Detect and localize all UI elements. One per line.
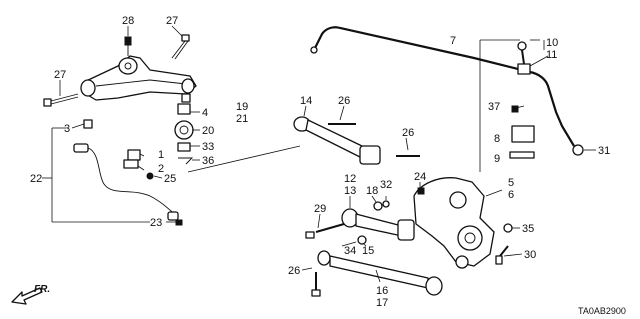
- callout-14: 14: [300, 95, 312, 107]
- direction-label: FR.: [34, 284, 50, 295]
- callout-27: 27: [54, 69, 66, 81]
- callout-9: 9: [494, 153, 500, 165]
- bushing-stack: [174, 103, 194, 165]
- callout-36: 36: [202, 155, 214, 167]
- bolt-27-top: [171, 34, 190, 60]
- bolt-27-left: [43, 93, 79, 107]
- callout-19: 19: [236, 101, 248, 113]
- callout-5: 5: [508, 177, 514, 189]
- lower-arm: [311, 250, 443, 297]
- bolt-28: [124, 36, 132, 56]
- callout-13: 13: [344, 185, 356, 197]
- callout-20: 20: [202, 125, 214, 137]
- callout-17: 17: [376, 297, 388, 309]
- callout-4: 4: [202, 107, 208, 119]
- callout-3: 3: [64, 123, 70, 135]
- callout-16: 16: [376, 285, 388, 297]
- callout-24: 24: [414, 171, 426, 183]
- control-arm: [293, 116, 420, 165]
- upper-arm: [80, 55, 197, 103]
- callout-23: 23: [150, 217, 162, 229]
- callout-33: 33: [202, 141, 214, 153]
- callout-26: 26: [402, 127, 414, 139]
- callout-1: 1: [158, 149, 164, 161]
- callout-8: 8: [494, 133, 500, 145]
- callouts: 28 27 27 3 22 1 2 25 23 4 19 21 20 33 36…: [30, 15, 610, 309]
- callout-29: 29: [314, 203, 326, 215]
- callout-11: 11: [546, 49, 557, 61]
- callout-21: 21: [236, 113, 248, 125]
- callout-31: 31: [598, 145, 610, 157]
- callout-35: 35: [522, 223, 534, 235]
- callout-34: 34: [344, 245, 356, 257]
- callout-27: 27: [166, 15, 178, 27]
- callout-10: 10: [546, 37, 558, 49]
- leader-lines: [42, 25, 596, 283]
- callout-37: 37: [488, 101, 500, 113]
- stabilizer-link: [517, 41, 531, 75]
- stabilizer-bar: [310, 26, 584, 156]
- callout-6: 6: [508, 189, 514, 201]
- callout-30: 30: [524, 249, 536, 261]
- callout-25: 25: [164, 173, 176, 185]
- diagram-code: TA0AB2900: [578, 306, 626, 316]
- knuckle: [413, 177, 495, 269]
- callout-2: 2: [158, 163, 164, 175]
- callout-32: 32: [380, 179, 392, 191]
- callout-7: 7: [450, 35, 456, 47]
- stabilizer-bushing: [509, 105, 535, 159]
- sensor-harness: [73, 119, 183, 226]
- callout-22: 22: [30, 173, 42, 185]
- callout-28: 28: [122, 15, 134, 27]
- lower-link: [315, 208, 415, 241]
- hardware: [305, 187, 513, 265]
- callout-26: 26: [288, 265, 300, 277]
- callout-15: 15: [362, 245, 374, 257]
- callout-26: 26: [338, 95, 350, 107]
- callout-18: 18: [366, 185, 378, 197]
- front-direction-arrow-icon: [11, 287, 43, 305]
- callout-12: 12: [344, 173, 356, 185]
